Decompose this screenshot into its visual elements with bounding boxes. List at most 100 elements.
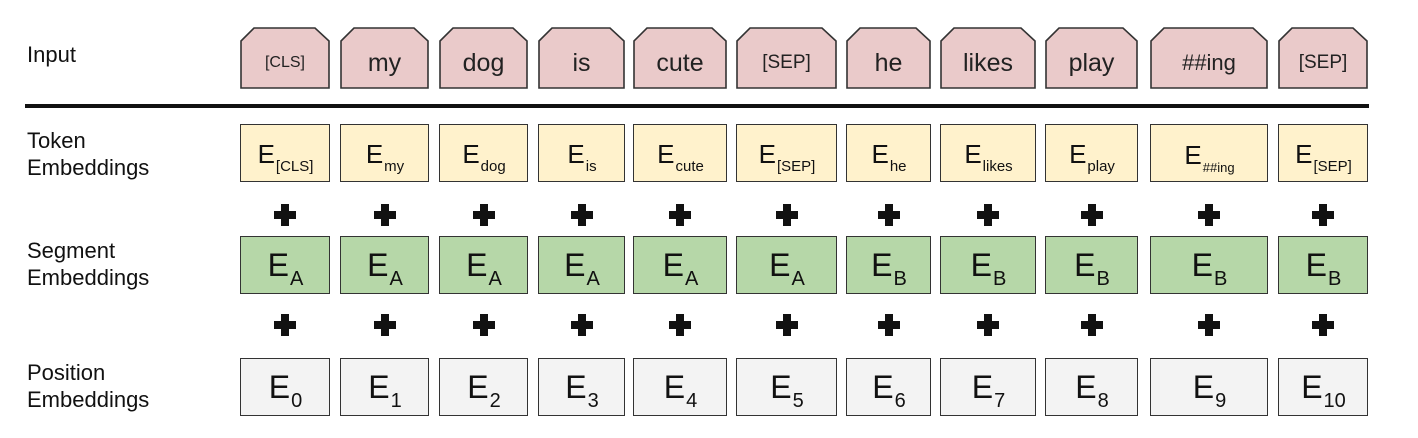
input-token-label: likes [962,48,1013,77]
input-token-label: dog [462,48,505,77]
plus-icon [775,204,798,226]
input-token-box: ##ing [1150,27,1268,89]
token-embedding-box: E##ing [1150,124,1268,182]
input-token-label: [CLS] [264,54,305,71]
position-embedding-symbol: E6 [872,369,905,413]
input-label-text: Input [27,42,76,67]
plus-icon [877,204,900,226]
plus-icon [472,314,495,336]
position-embedding-base: E [268,369,291,405]
token-embedding-box: Ecute [633,124,727,182]
segment-embedding-subscript: A [488,268,502,290]
input-token-label: cute [656,48,704,77]
input-token-box: cute [633,27,727,89]
segment-embedding-symbol: EA [267,247,304,291]
position-embedding-subscript: 8 [1097,390,1109,412]
token-embedding-base: E [964,139,982,169]
position-embedding-symbol: E9 [1193,369,1227,413]
position-embedding-base: E [1301,369,1323,405]
token-embedding-box: E[SEP] [736,124,837,182]
input-token-shape [240,27,330,89]
input-token-box: dog [439,27,528,89]
input-token-label: play [1068,48,1115,77]
position-embedding-base: E [770,369,792,405]
plus-icon [570,204,593,226]
input-token-shape [1278,27,1368,89]
input-token-shape [538,27,625,89]
input-token-shape [736,27,837,89]
segment-embedding-subscript: A [389,268,403,290]
segment-embeddings-row-label: Segment Embeddings [27,237,149,291]
position-embedding-symbol: E10 [1301,369,1346,413]
token-embedding-box: Elikes [940,124,1036,182]
position-embedding-box: E6 [846,358,931,416]
input-token-label: ##ing [1182,50,1236,75]
input-divider-line [25,104,1369,108]
position-embedding-base: E [872,369,894,405]
segment-embedding-subscript: A [290,268,304,290]
token-embedding-symbol: Edog [462,139,506,175]
position-embedding-subscript: 2 [489,390,501,412]
input-token-label: [SEP] [1298,52,1348,73]
position-embedding-base: E [565,369,587,405]
segment-embedding-box: EA [736,236,837,294]
segment-embedding-symbol: EA [663,247,699,291]
plus-icon [1198,314,1220,336]
position-embedding-subscript: 9 [1215,390,1227,412]
plus-icon [877,314,900,336]
input-token-box: my [340,27,429,89]
segment-embedding-box: EB [1278,236,1368,294]
position-embedding-subscript: 3 [587,390,599,412]
token-embedding-base: E [1295,139,1313,169]
segment-embedding-subscript: B [993,268,1007,290]
token-embedding-subscript: is [585,158,597,175]
segment-embedding-symbol: EB [970,247,1007,291]
segment-embedding-subscript: A [685,268,699,290]
segment-embedding-base: E [1305,247,1327,283]
position-embedding-box: E1 [340,358,429,416]
token-embedding-subscript: likes [982,158,1013,175]
segment-embedding-symbol: EA [466,247,502,291]
segment-label-line1: Segment [27,238,116,263]
position-embedding-symbol: E0 [268,369,302,413]
plus-icon [1080,204,1103,226]
token-embedding-base: E [257,139,275,169]
segment-embedding-box: EA [439,236,528,294]
token-embedding-subscript: he [889,158,907,175]
token-embedding-symbol: Ehe [871,139,907,175]
position-embedding-base: E [663,369,686,405]
segment-embedding-base: E [1191,247,1213,283]
segment-embedding-base: E [367,247,389,283]
plus-icon [472,204,495,226]
token-embedding-box: E[SEP] [1278,124,1368,182]
position-embedding-symbol: E1 [368,369,401,413]
input-token-shape [1045,27,1138,89]
token-embedding-subscript: [SEP] [1313,158,1352,175]
segment-embedding-box: EA [538,236,625,294]
input-token-box: [SEP] [736,27,837,89]
segment-embedding-base: E [267,247,289,283]
segment-embedding-base: E [564,247,586,283]
input-token-shape [846,27,931,89]
segment-embedding-subscript: A [586,268,600,290]
plus-icon [373,314,396,336]
position-embedding-subscript: 5 [792,390,804,412]
token-embedding-symbol: Eplay [1069,139,1115,175]
plus-icon [669,314,691,336]
segment-embedding-symbol: EB [1074,247,1110,291]
segment-embedding-base: E [466,247,488,283]
position-embedding-symbol: E5 [770,369,804,413]
position-embedding-box: E4 [633,358,727,416]
segment-embedding-base: E [970,247,992,283]
position-embedding-subscript: 7 [994,390,1006,412]
token-embedding-subscript: dog [480,158,506,175]
plus-icon [977,204,999,226]
token-embedding-box: Eis [538,124,625,182]
token-embedding-symbol: E[SEP] [1295,139,1352,175]
segment-embedding-box: EB [846,236,931,294]
input-token-shape [633,27,727,89]
token-embedding-subscript: ##ing [1202,159,1235,175]
position-embedding-box: E2 [439,358,528,416]
position-embedding-base: E [467,369,489,405]
token-embedding-subscript: cute [675,158,704,175]
